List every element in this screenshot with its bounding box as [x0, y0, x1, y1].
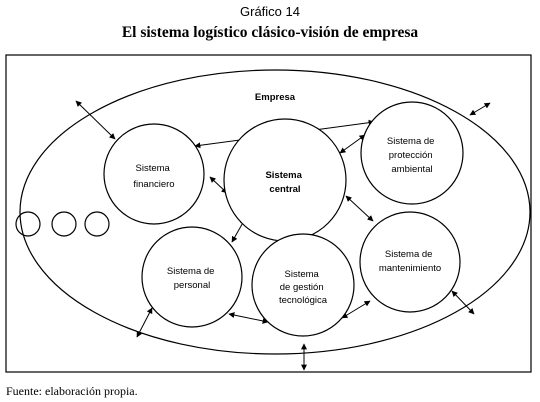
arrow-personal-outside — [136, 307, 153, 338]
node-mantenimiento-label: Sistema de mantenimiento — [379, 249, 441, 274]
arrow-mantenimiento-outside — [451, 290, 475, 315]
arrow-central-proteccion — [339, 134, 366, 154]
figure-kicker: Gráfico 14 — [240, 4, 300, 19]
node-central-label: Sistema central — [265, 170, 304, 195]
node-proteccion-label: Sistema de protección ambiental — [387, 136, 437, 175]
figure-source: Fuente: elaboración propia. — [6, 384, 138, 398]
diagram-frame — [5, 54, 532, 373]
node-proteccion: Sistema de protección ambiental — [360, 101, 464, 205]
node-financiero-label: Sistema financiero — [133, 163, 174, 190]
node-gestion-label: Sistema de gestión tecnológica — [279, 269, 328, 306]
small-circle-2 — [51, 211, 77, 237]
small-circle-1 — [15, 211, 41, 237]
empresa-label: Empresa — [255, 92, 296, 103]
node-mantenimiento: Sistema de mantenimiento — [359, 211, 461, 313]
arrow-gestion-mantenimiento — [341, 300, 371, 319]
node-personal-label: Sistema de personal — [167, 266, 217, 291]
arrow-proteccion-outside — [469, 102, 491, 116]
small-circle-3 — [84, 211, 110, 237]
node-financiero: Sistema financiero — [103, 123, 205, 225]
arrow-central-mantenimiento — [345, 195, 374, 222]
node-central: Sistema central — [223, 118, 347, 242]
arrow-financiero-central — [209, 176, 228, 194]
arrow-personal-gestion — [228, 312, 269, 324]
empresa-ellipse — [19, 69, 531, 355]
arrow-outside-financiero — [75, 100, 116, 140]
node-gestion: Sistema de gestión tecnológica — [251, 233, 355, 337]
figure-title: El sistema logístico clásico-visión de e… — [121, 24, 419, 41]
node-personal: Sistema de personal — [141, 226, 243, 328]
